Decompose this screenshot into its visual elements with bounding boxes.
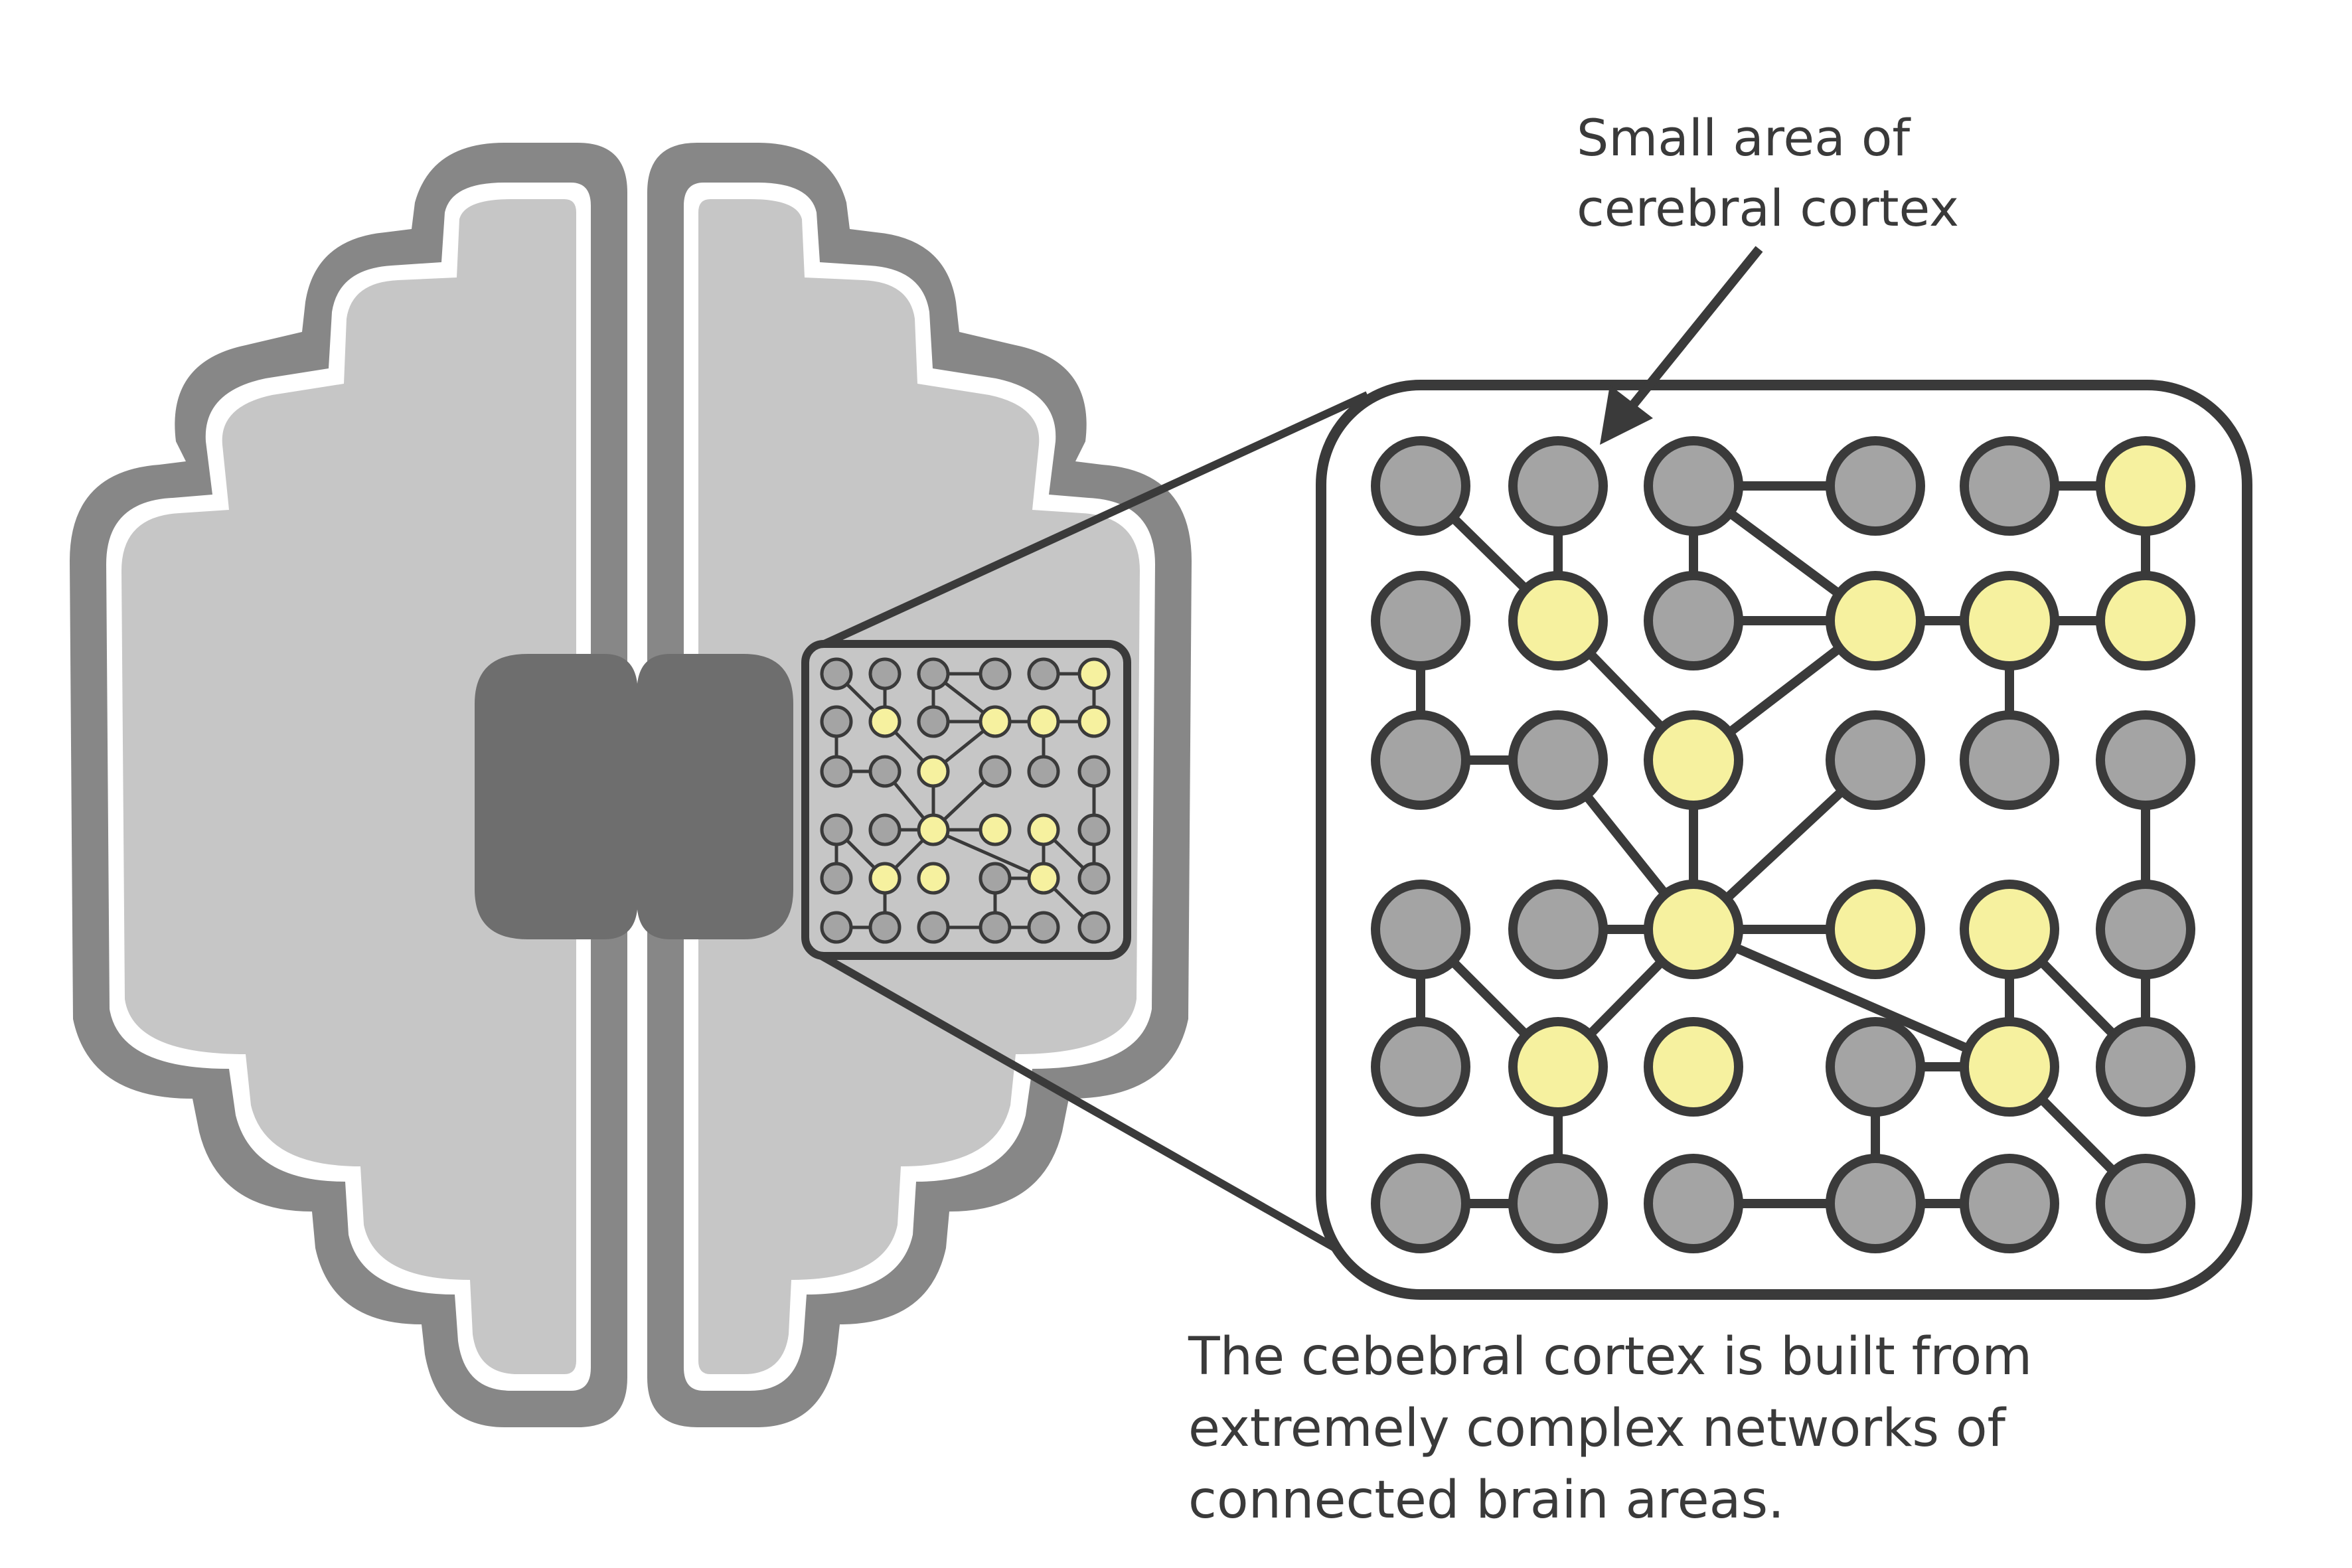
zoomed-network-node — [1644, 571, 1743, 670]
zoomed-network-node — [1371, 571, 1470, 670]
small-network-node — [820, 755, 853, 788]
small-network-node — [820, 657, 853, 690]
zoomed-cortex-network — [1316, 380, 2252, 1300]
zoomed-network-node — [1508, 880, 1608, 979]
small-network-node — [1077, 862, 1111, 895]
small-network-active-node — [1077, 657, 1111, 690]
small-network-node — [868, 755, 902, 788]
callout-bottom-line1: The cebebral cortex is built from — [1188, 1327, 2033, 1387]
callout-description: The cebebral cortex is built from extrem… — [1188, 1321, 2032, 1536]
callout-small-area: Small area of cerebral cortex — [1577, 103, 1959, 244]
zoomed-network-node — [1508, 710, 1608, 810]
zoomed-network-node — [2096, 880, 2195, 979]
zoomed-network-active-node — [1508, 571, 1608, 670]
small-network-node — [820, 862, 853, 895]
small-network-edge — [932, 828, 1045, 880]
callout-top-line1: Small area of — [1577, 108, 1911, 167]
small-network-node — [979, 862, 1012, 895]
small-network-active-node — [868, 862, 902, 895]
zoomed-network-nodes — [1371, 436, 2195, 1253]
small-network-active-node — [917, 755, 950, 788]
small-network-node — [1027, 657, 1060, 690]
small-network-node — [1077, 813, 1111, 846]
zoomed-network-node — [1371, 1017, 1470, 1117]
callout-bottom-line2: extremely complex networks of — [1188, 1399, 2006, 1458]
small-network-node — [868, 911, 902, 944]
zoomed-network-node — [1371, 880, 1470, 979]
left-hemisphere-fill — [121, 199, 576, 1374]
small-network-node — [917, 911, 950, 944]
zoomed-network-node — [1508, 1154, 1608, 1253]
small-network-node — [1077, 911, 1111, 944]
zoomed-network-active-node — [1508, 1017, 1608, 1117]
left-hemisphere — [70, 143, 627, 1427]
zoomed-network-node — [1371, 436, 1470, 536]
zoomed-network-node — [1508, 436, 1608, 536]
zoomed-network-active-node — [1644, 1017, 1743, 1117]
zoomed-network-active-node — [1960, 1017, 2059, 1117]
small-network-active-node — [917, 813, 950, 846]
small-network-node — [917, 705, 950, 738]
zoomed-network-active-node — [1960, 880, 2059, 979]
zoomed-network-active-node — [2096, 436, 2195, 536]
small-network-node — [820, 705, 853, 738]
zoom-line-bottom — [808, 945, 1343, 1255]
small-network-node — [917, 657, 950, 690]
zoomed-network-node — [1371, 1154, 1470, 1253]
small-network-active-node — [1027, 705, 1060, 738]
zoomed-network-node — [2096, 710, 2195, 810]
zoomed-network-edge — [1691, 925, 2011, 1071]
small-network-active-node — [1027, 862, 1060, 895]
small-network-active-node — [1027, 813, 1060, 846]
zoomed-network-active-node — [2096, 571, 2195, 670]
small-network-node — [820, 911, 853, 944]
zoomed-network-node — [1826, 710, 1925, 810]
small-network-node — [1027, 911, 1060, 944]
small-network-active-node — [1077, 705, 1111, 738]
small-network-active-node — [917, 862, 950, 895]
small-cortex-area — [801, 640, 1131, 960]
corpus-callosum — [475, 654, 793, 939]
zoomed-network-active-node — [1644, 710, 1743, 810]
arrow-head-icon — [1600, 385, 1653, 445]
small-network-node — [868, 657, 902, 690]
zoomed-network-node — [1960, 710, 2059, 810]
callout-bottom-line3: connected brain areas. — [1188, 1470, 1784, 1530]
zoomed-network-active-node — [1960, 571, 2059, 670]
zoomed-network-node — [1960, 436, 2059, 536]
small-network-active-node — [868, 705, 902, 738]
zoomed-network-node — [1826, 1154, 1925, 1253]
callout-top-line2: cerebral cortex — [1577, 179, 1959, 238]
zoomed-network-active-node — [1644, 880, 1743, 979]
zoomed-network-node — [1826, 1017, 1925, 1117]
zoom-line-top — [808, 391, 1370, 655]
zoomed-network-node — [1371, 710, 1470, 810]
zoomed-network-node — [1826, 436, 1925, 536]
small-network-node — [868, 813, 902, 846]
zoomed-network-node — [1644, 436, 1743, 536]
small-network-node — [979, 911, 1012, 944]
small-network-node — [1077, 755, 1111, 788]
small-network-active-node — [979, 813, 1012, 846]
small-network-node — [979, 657, 1012, 690]
small-network-active-node — [979, 705, 1012, 738]
zoomed-network-active-node — [1826, 880, 1925, 979]
small-network-node — [820, 813, 853, 846]
small-network-nodes — [820, 657, 1111, 944]
zoomed-network-node — [2096, 1017, 2195, 1117]
zoomed-network-node — [2096, 1154, 2195, 1253]
callout-arrow — [1600, 246, 1763, 445]
zoomed-network-node — [1644, 1154, 1743, 1253]
small-network-node — [979, 755, 1012, 788]
small-network-node — [1027, 755, 1060, 788]
zoomed-network-node — [1960, 1154, 2059, 1253]
zoomed-network-active-node — [1826, 571, 1925, 670]
